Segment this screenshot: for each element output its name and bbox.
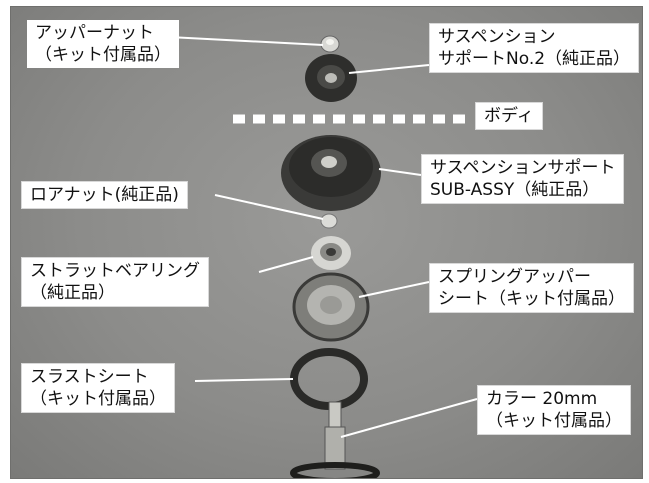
label-suspension-support-no2-line1: サスペンション [438,27,556,47]
label-upper-nut-line2: （キット付属品） [35,45,171,65]
suspension-support-no2-part [305,54,357,102]
label-strut-bearing: ストラットベアリング （純正品） [21,257,209,307]
label-thrust-seat-line1: スラストシート [30,367,149,387]
strut-bearing-part [311,236,351,270]
parts-photo [168,35,478,478]
collar-part [324,401,346,470]
label-spring-upper-seat-line1: スプリングアッパー [438,267,591,287]
label-suspension-support-no2-line2: サポートNo.2（純正品） [438,49,631,69]
label-thrust-seat: スラストシート （キット付属品） [21,363,175,413]
label-strut-bearing-line1: ストラットベアリング [30,261,200,281]
upper-nut-part [320,35,340,53]
label-body: ボディ [475,102,543,130]
label-body-line1: ボディ [484,106,534,126]
label-strut-bearing-line2: （純正品） [30,283,115,303]
label-thrust-seat-line2: （キット付属品） [30,389,166,409]
label-lower-nut: ロアナット(純正品) [21,181,188,209]
spring-upper-seat-part [292,272,370,342]
lower-nut-part [320,213,338,229]
label-lower-nut-line1: ロアナット(純正品) [30,185,179,205]
label-collar-line1: カラー 20mm [486,389,598,409]
spring-coil-part [290,462,380,478]
label-collar-line2: （キット付属品） [486,411,622,431]
thrust-seat-part [290,348,368,410]
photo-frame: アッパーナット （キット付属品） サスペンション サポートNo.2（純正品） ボ… [10,6,643,479]
label-suspension-support-no2: サスペンション サポートNo.2（純正品） [429,23,640,73]
label-upper-nut: アッパーナット （キット付属品） [27,20,179,68]
suspension-support-assy-part [281,135,381,211]
label-spring-upper-seat-line2: シート（キット付属品） [438,289,625,309]
label-suspension-support-assy: サスペンションサポート SUB-ASSY（純正品） [421,154,625,204]
label-suspension-support-assy-line2: SUB-ASSY（純正品） [430,180,600,200]
leader-lines [168,36,478,438]
label-upper-nut-line1: アッパーナット [35,23,154,43]
label-suspension-support-assy-line1: サスペンションサポート [430,158,616,178]
label-spring-upper-seat: スプリングアッパー シート（キット付属品） [429,263,634,313]
label-collar: カラー 20mm （キット付属品） [477,385,631,435]
